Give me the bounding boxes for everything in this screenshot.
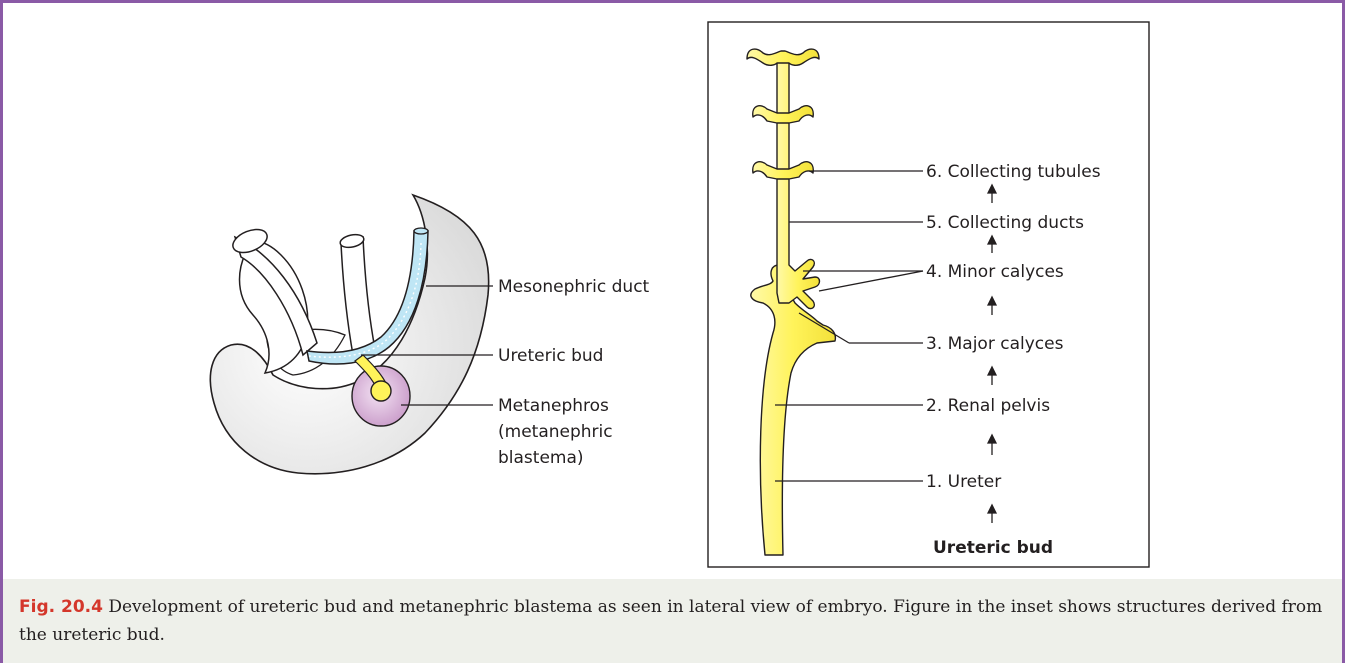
label-ureter: 1. Ureter [926,472,1001,492]
figure-number: Fig. 20.4 [19,597,103,617]
embryo-illustration: Mesonephric duct Ureteric bud Metanephro… [210,195,649,474]
figure-caption: Fig. 20.4 Development of ureteric bud an… [3,579,1342,663]
figure-illustration: Mesonephric duct Ureteric bud Metanephro… [3,3,1342,579]
caption-text: Development of ureteric bud and metaneph… [19,597,1322,645]
label-renal-pelvis: 2. Renal pelvis [926,396,1050,416]
label-metanephros-1: Metanephros [498,396,609,416]
inset-panel: 6. Collecting tubules 5. Collecting duct… [708,22,1149,567]
vertical-tube [341,237,375,355]
label-mesonephric-duct: Mesonephric duct [498,277,650,297]
label-major-calyces: 3. Major calyces [926,334,1064,354]
label-minor-calyces: 4. Minor calyces [926,262,1064,282]
ureteric-bud-ampulla [371,381,391,401]
label-ureteric-bud-origin: Ureteric bud [933,538,1053,558]
label-collecting-tubules: 6. Collecting tubules [926,162,1101,182]
figure-canvas: Mesonephric duct Ureteric bud Metanephro… [3,3,1342,579]
label-ureteric-bud: Ureteric bud [498,346,603,366]
mesonephric-duct-opening [414,228,428,234]
label-metanephros-2: (metanephric [498,422,613,442]
label-metanephros-3: blastema) [498,448,584,468]
label-collecting-ducts: 5. Collecting ducts [926,213,1084,233]
